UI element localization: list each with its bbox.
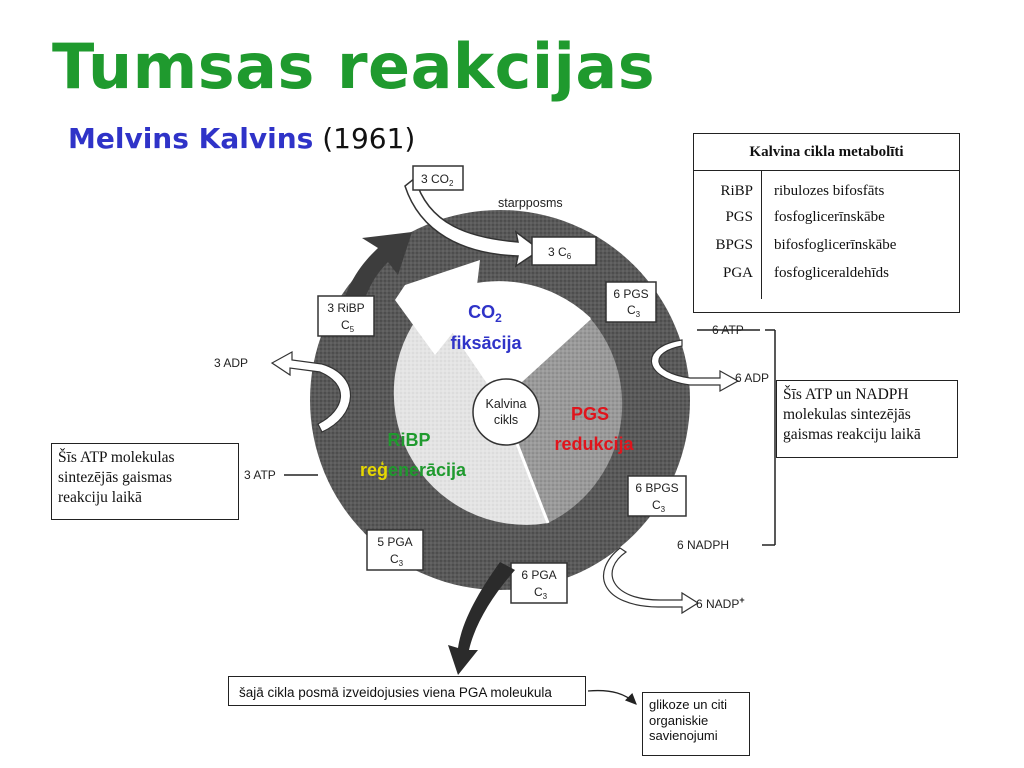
phase-fixation-line2: fiksācija — [450, 333, 522, 353]
phase-fixation-line1: CO2 — [468, 302, 502, 325]
bpgs-box-line2: C3 — [652, 498, 666, 514]
phase-reduction-line1: PGS — [571, 404, 609, 424]
ribp-box — [317, 295, 375, 337]
adp-out-label: 6 ADP — [735, 371, 769, 385]
pgs-box-line1: 6 PGS — [613, 287, 648, 301]
subtitle-author: Melvins Kalvins — [68, 122, 314, 155]
atp-in-label: 6 ATP — [712, 323, 744, 337]
phase-regeneration-line2: reģenerācija — [360, 460, 467, 480]
intermediate-label: starpposms — [498, 196, 563, 210]
phase-regeneration-line1: RiBP — [387, 430, 430, 450]
table-cell-full: ribulozes bifosfāts — [774, 183, 885, 199]
note-result-line: organiskie — [649, 712, 709, 728]
bpgs-box — [627, 475, 687, 517]
nadp-out-arrow — [603, 547, 700, 615]
note-right-line: gaismas reakciju laikā — [783, 426, 921, 443]
metabolites-table: Kalvina cikla metabolīti RiBP ribulozes … — [693, 133, 960, 313]
pga6-box-line2: C3 — [534, 585, 548, 601]
pga5-box — [366, 529, 424, 571]
note-right: Šīs ATP un NADPH molekulas sintezējās ga… — [776, 380, 958, 458]
center-label-1: Kalvina — [486, 397, 527, 411]
table-cell-abbr: BPGS — [715, 237, 753, 253]
c6-label: 3 C6 — [548, 245, 572, 261]
fixation-notch — [395, 260, 480, 355]
c6-box — [531, 236, 597, 266]
note-result: glikoze un citi organiskie savienojumi — [642, 692, 750, 756]
pgs-box-line2: C3 — [627, 303, 641, 319]
page-title: Tumsas reakcijas — [52, 30, 656, 103]
note-result-line: glikoze un citi — [649, 697, 728, 712]
bpgs-box-line1: 6 BPGS — [635, 481, 678, 495]
table-cell-full: fosfoglicerīnskābe — [774, 209, 885, 225]
pga-exit-arrow — [448, 562, 515, 675]
note-left-line: Šīs ATP molekulas — [58, 449, 175, 466]
table-cell-abbr: PGA — [722, 265, 753, 281]
sector-regeneration — [393, 300, 548, 525]
co2-arrow — [404, 176, 542, 268]
ribp-box-line1: 3 RiBP — [327, 301, 364, 315]
center-label-2: cikls — [494, 413, 518, 427]
note-left: Šīs ATP molekulas sintezējās gaismas rea… — [51, 443, 239, 520]
atp-left-label: 3 ATP — [244, 468, 276, 482]
adp-out-arrow — [650, 339, 740, 393]
note-result-line: savienojumi — [649, 728, 718, 743]
result-arrow — [587, 689, 637, 705]
nadph-in-label: 6 NADPH — [677, 538, 729, 552]
center-circle — [472, 378, 540, 446]
pga6-box — [510, 562, 568, 604]
note-right-line: Šīs ATP un NADPH — [783, 386, 909, 403]
adp-left-arrow — [270, 350, 352, 433]
table-cell-abbr: PGS — [725, 209, 753, 225]
pga5-box-line2: C3 — [390, 552, 404, 568]
pgs-box — [605, 281, 657, 323]
adp-left-label: 3 ADP — [214, 356, 248, 370]
note-bottom: šajā cikla posmā izveidojusies viena PGA… — [228, 676, 586, 706]
pga5-box-line1: 5 PGA — [377, 535, 412, 549]
co2-input-box — [412, 165, 464, 191]
table-cell-full: fosfogliceraldehīds — [774, 265, 889, 281]
co2-input-label: 3 CO2 — [421, 172, 454, 188]
metabolites-table-heading: Kalvina cikla metabolīti — [694, 134, 959, 171]
ribp-box-line2: C5 — [341, 318, 355, 334]
note-left-line: sintezējās gaismas — [58, 469, 173, 486]
table-divider — [761, 171, 762, 299]
table-cell-abbr: RiBP — [720, 183, 753, 199]
table-cell-full: bifosfoglicerīnskābe — [774, 237, 897, 253]
note-right-line: molekulas sintezējās — [783, 406, 911, 423]
pga6-box-line1: 6 PGA — [521, 568, 556, 582]
sector-reduction — [500, 318, 623, 523]
note-left-line: reakciju laikā — [58, 489, 142, 506]
phase-reduction-line2: redukcija — [554, 434, 634, 454]
subtitle: Melvins Kalvins (1961) — [68, 122, 415, 155]
subtitle-year: (1961) — [322, 122, 416, 155]
nadp-out-label: 6 NADP+ — [696, 595, 745, 611]
metabolites-table-body: RiBP ribulozes bifosfāts PGS fosfoglicer… — [694, 171, 959, 299]
